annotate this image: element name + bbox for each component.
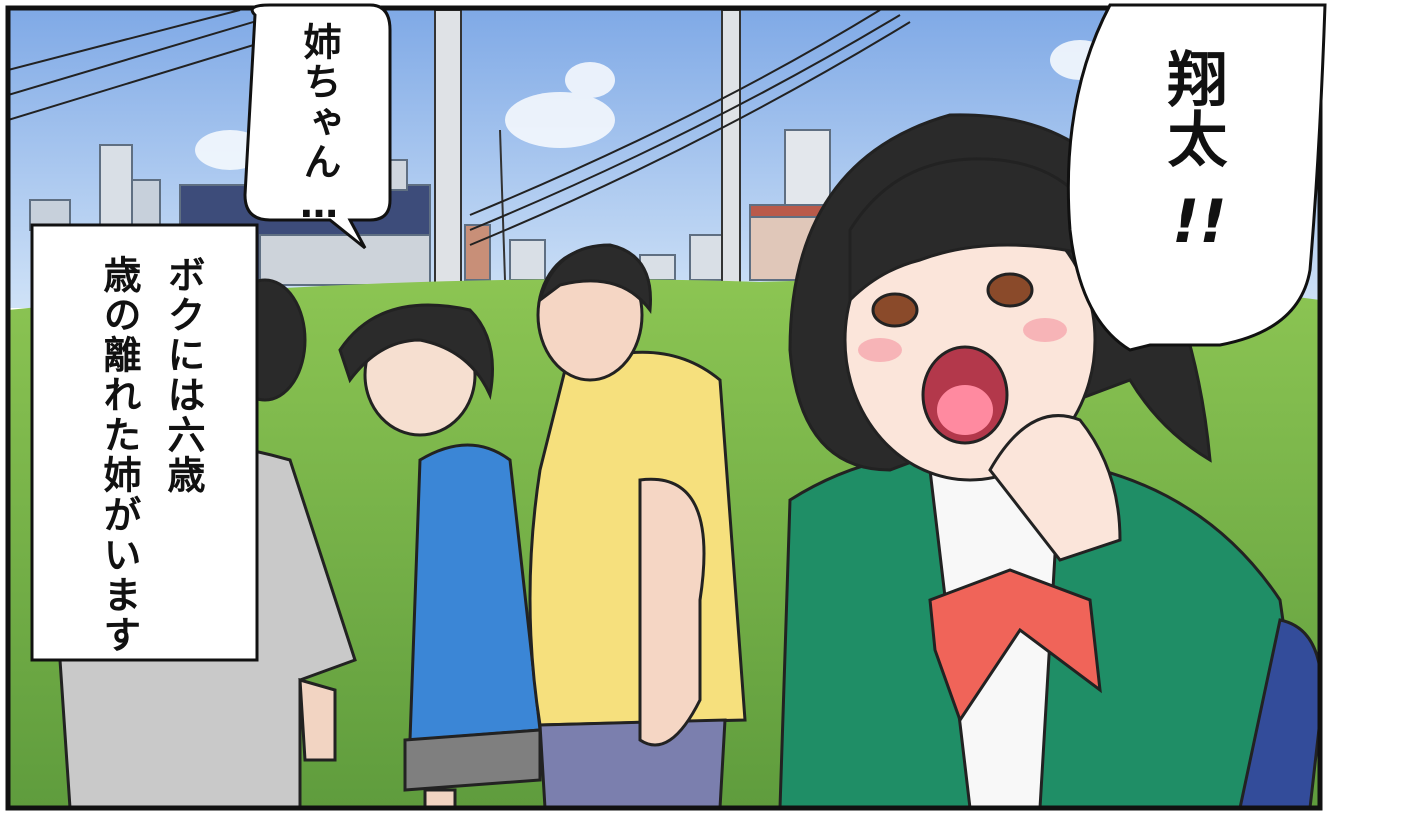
speech-bubble-small-text: 姉ちゃん… xyxy=(297,22,341,228)
clouds xyxy=(195,40,1110,170)
speech-bubble-large-exclamation: !! xyxy=(1172,187,1227,257)
power-lines xyxy=(8,9,911,246)
character-girl-green-blazer xyxy=(778,113,1320,808)
speech-bubble-large xyxy=(1066,3,1327,352)
caption-line-2: 歳の離れた姉がいます xyxy=(97,255,141,655)
panel-border xyxy=(5,5,1323,811)
character-yellow-shirt-boy xyxy=(528,243,747,808)
speech-bubble-small xyxy=(243,3,392,250)
character-blue-shirt-boy xyxy=(338,303,542,808)
caption-line-1: ボクには六歳 xyxy=(161,255,205,495)
speech-bubble-large-text: 翔太 xyxy=(1157,48,1227,168)
caption-box xyxy=(30,223,259,662)
